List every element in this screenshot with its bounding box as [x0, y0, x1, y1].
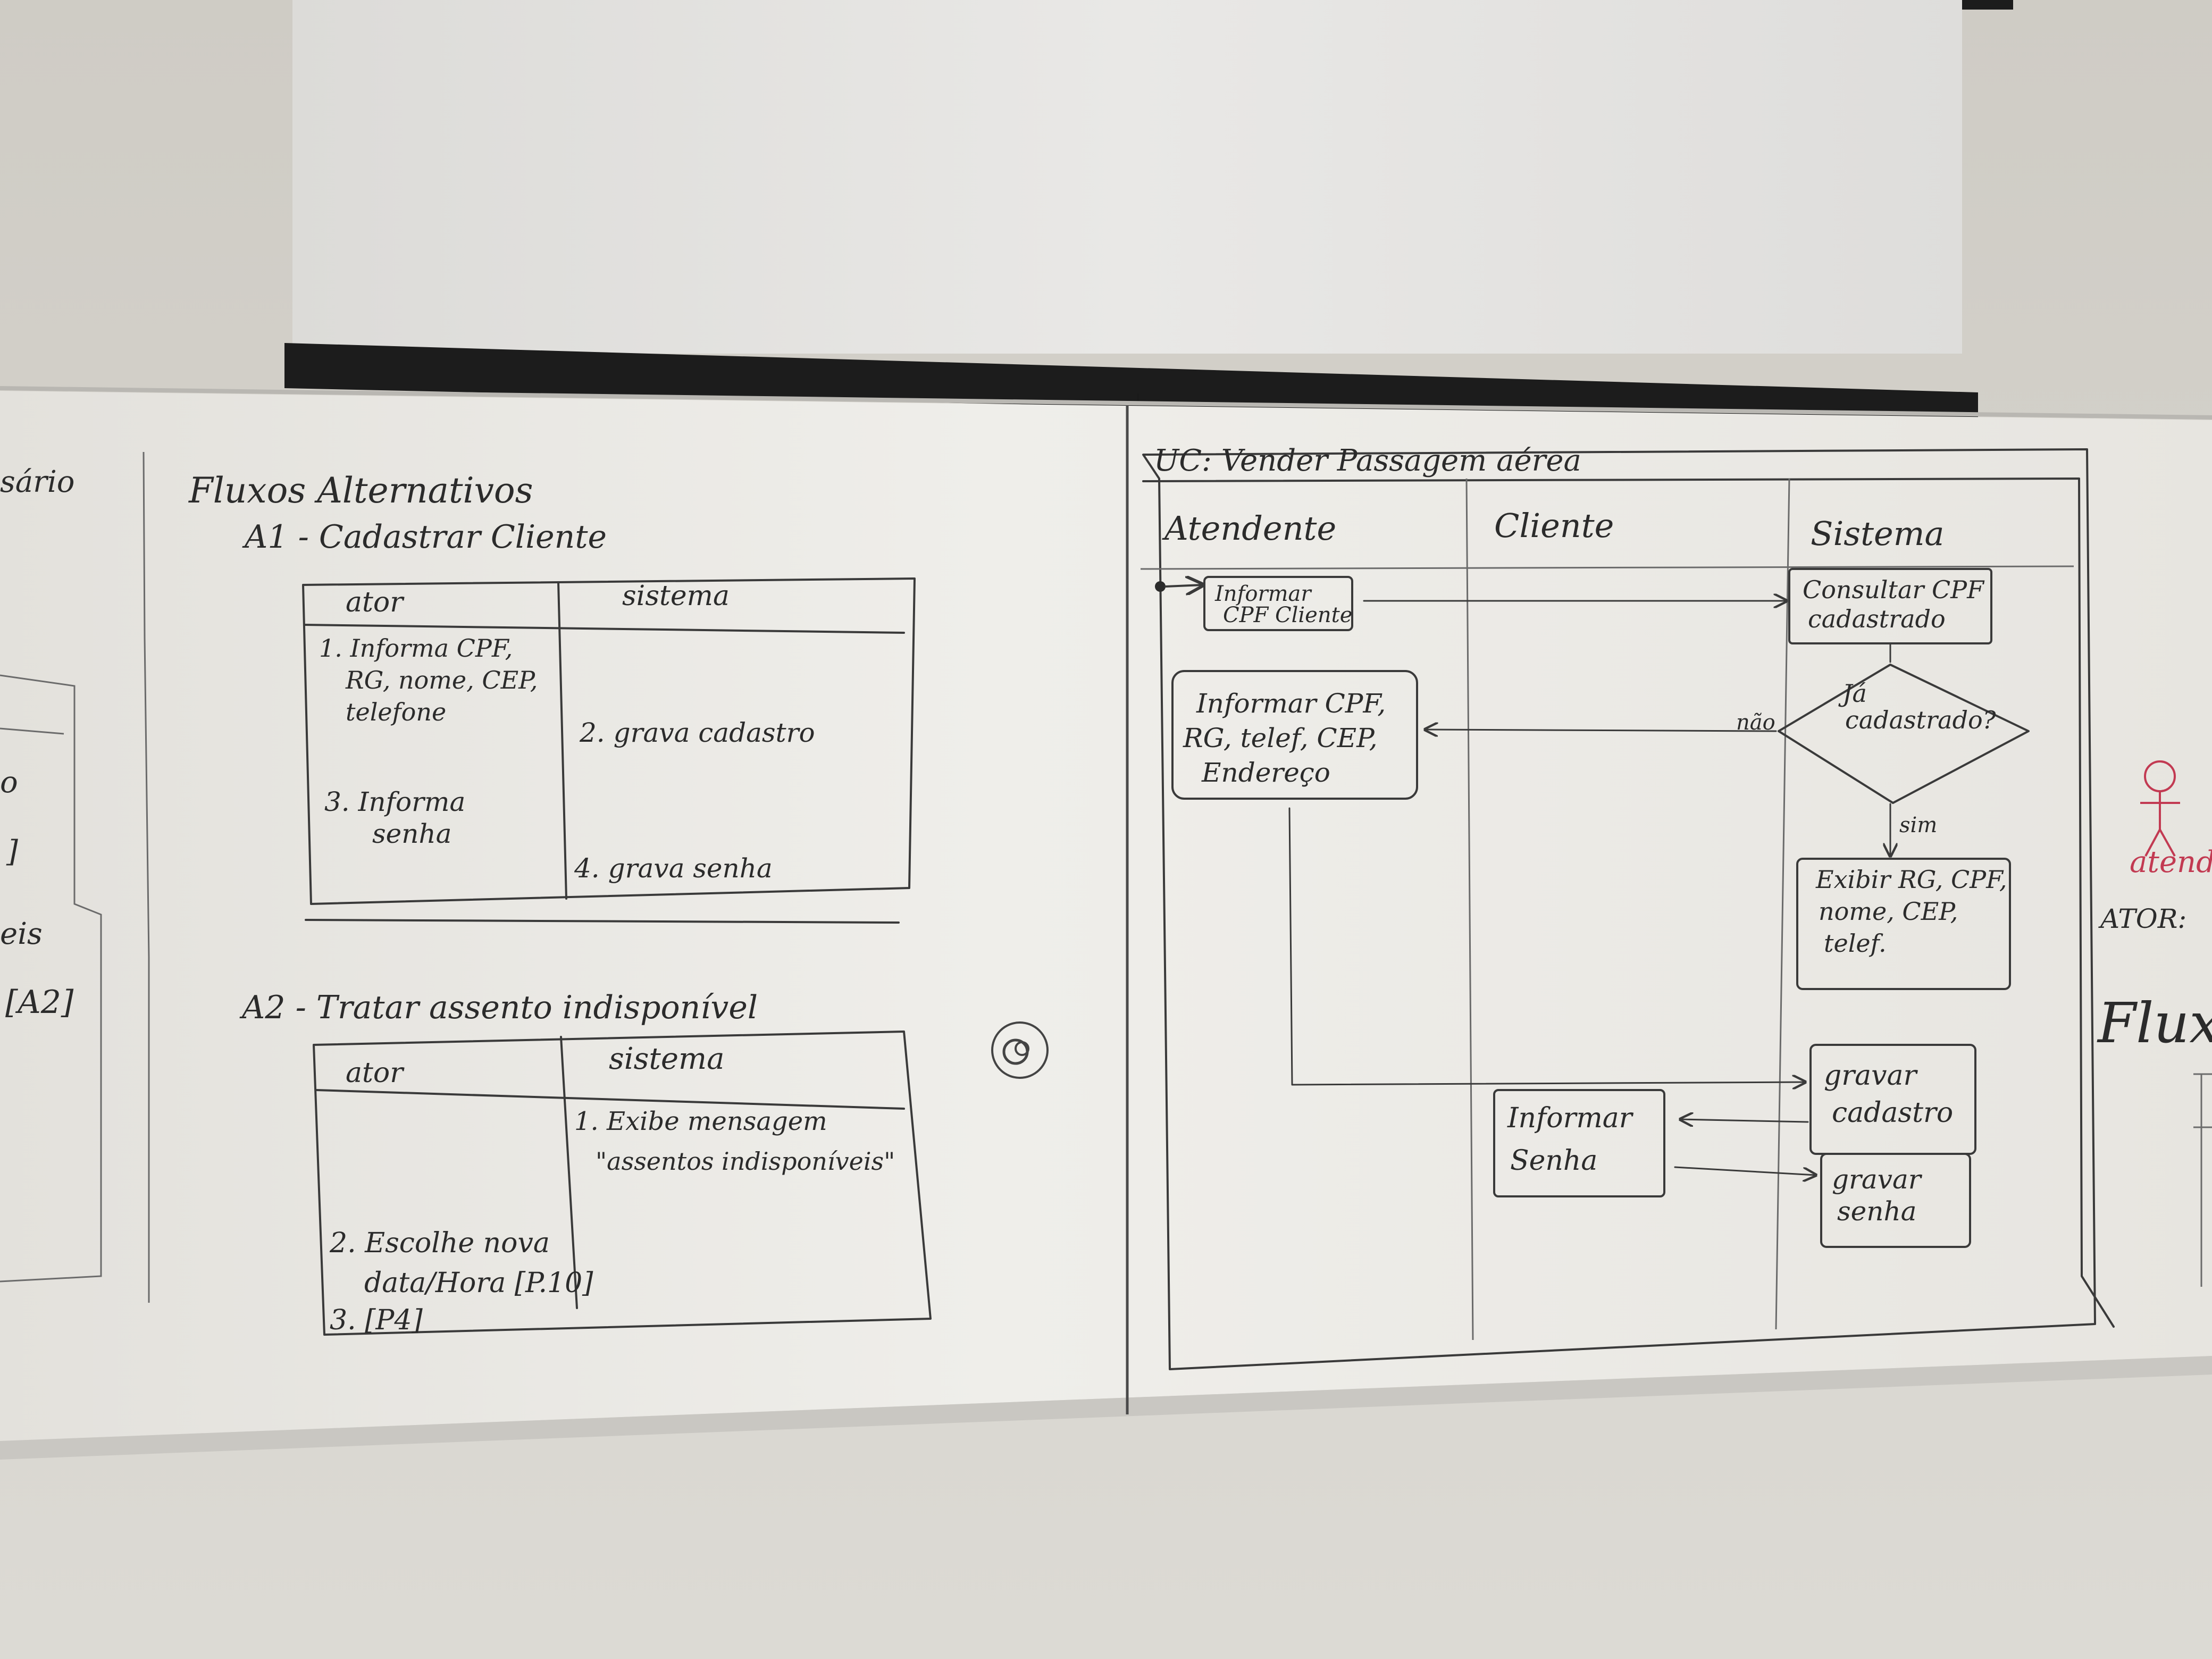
svg-text:CPF Cliente: CPF Cliente — [1223, 603, 1352, 627]
activity-diagram: UC: Vender Passagem aérea Atendente Clie… — [1140, 443, 2115, 1370]
right-edge-fragment: atend ATOR: Flux — [2097, 760, 2212, 1287]
a1-title: A1 - Cadastrar Cliente — [242, 518, 607, 556]
svg-text:cadastro: cadastro — [1832, 1097, 1953, 1129]
node-consultar-cpf: Consultar CPF cadastrado — [1788, 568, 1992, 644]
alternative-flows-section: Fluxos Alternativos A1 - Cadastrar Clien… — [188, 470, 932, 1336]
fragment-2: o — [0, 765, 18, 800]
node-informar-cpf: Informar CPF Cliente — [1203, 576, 1353, 631]
svg-text:Já: Já — [1838, 679, 1867, 708]
ator-label: ATOR: — [2098, 903, 2186, 934]
lane-sistema: Sistema — [1811, 514, 1944, 553]
node-gravar-cadastro: gravar cadastro — [1809, 1044, 1976, 1155]
a1-col-system: sistema — [622, 580, 730, 612]
node-informar-dados: Informar CPF, RG, telef, CEP, Endereço — [1171, 670, 1418, 800]
svg-text:Exibir RG, CPF,: Exibir RG, CPF, — [1815, 865, 2007, 894]
whiteboard — [0, 386, 2212, 1460]
a2-system-line-1: 1. Exibe mensagem — [574, 1107, 827, 1136]
svg-text:Informar: Informar — [1214, 582, 1312, 606]
diagram-title: UC: Vender Passagem aérea — [1154, 443, 1581, 478]
svg-text:RG, telef, CEP,: RG, telef, CEP, — [1183, 723, 1378, 753]
projector-screen — [284, 0, 2013, 585]
fluxo-label: Flux — [2097, 991, 2212, 1055]
a1-actor-line-1: 1. Informa CPF, — [319, 634, 513, 663]
a1-table — [302, 577, 916, 924]
node-exibir-dados: Exibir RG, CPF, nome, CEP, telef. — [1796, 858, 2011, 990]
fragment-1: sário — [0, 465, 75, 499]
a2-actor-line-2: data/Hora [P.10] — [364, 1267, 593, 1299]
a2-col-actor: ator — [346, 1057, 405, 1089]
svg-text:Informar: Informar — [1507, 1102, 1634, 1134]
fragment-3: ] — [6, 834, 18, 869]
a1-actor-line-3: telefone — [346, 698, 446, 726]
fragment-4: eis — [0, 917, 43, 951]
node-gravar-senha: gravar senha — [1820, 1153, 1971, 1248]
a1-actor-line-5: senha — [372, 818, 451, 849]
a2-system-line-2: "assentos indisponíveis" — [596, 1147, 895, 1176]
a2-title: A2 - Tratar assento indisponível — [239, 989, 758, 1026]
fragment-5: [A2] — [5, 984, 74, 1021]
a1-system-line-2: 4. grava senha — [574, 853, 773, 884]
a2-actor-line-1: 2. Escolhe nova — [329, 1227, 550, 1259]
svg-text:gravar: gravar — [1824, 1060, 1918, 1092]
node-informar-senha: Informar Senha — [1493, 1089, 1665, 1197]
a1-system-line-1: 2. grava cadastro — [579, 717, 815, 748]
wall-sign — [991, 1021, 1049, 1079]
svg-text:gravar: gravar — [1832, 1164, 1923, 1195]
a2-actor-line-3: 3. [P4] — [330, 1304, 423, 1336]
lane-cliente: Cliente — [1494, 506, 1614, 545]
left-panel-fragment: sário o ] eis [A2] — [0, 451, 150, 1303]
svg-text:senha: senha — [1837, 1196, 1916, 1227]
guard-sim: sim — [1899, 813, 1937, 837]
a1-col-actor: ator — [346, 586, 405, 618]
svg-text:nome, CEP,: nome, CEP, — [1819, 897, 1958, 926]
decision-ja-cadastrado: Já cadastrado? — [1778, 664, 2030, 804]
svg-text:Senha: Senha — [1510, 1145, 1597, 1177]
initial-node — [1155, 581, 1166, 592]
alt-flows-heading: Fluxos Alternativos — [188, 470, 533, 511]
svg-text:Endereço: Endereço — [1201, 757, 1330, 788]
lane-atendente: Atendente — [1162, 509, 1336, 548]
svg-text:Consultar CPF: Consultar CPF — [1803, 575, 1985, 604]
a2-table — [313, 1030, 932, 1336]
actor-caption: atend — [2130, 845, 2212, 879]
a2-col-system: sistema — [609, 1042, 725, 1076]
actor-stick-figure-icon — [2140, 760, 2180, 857]
svg-text:cadastrado: cadastrado — [1808, 605, 1946, 633]
svg-text:cadastrado?: cadastrado? — [1845, 706, 1996, 734]
a1-actor-line-2: RG, nome, CEP, — [345, 666, 538, 694]
svg-text:telef.: telef. — [1824, 929, 1887, 958]
a1-actor-line-4: 3. Informa — [324, 786, 465, 817]
svg-text:Informar CPF,: Informar CPF, — [1196, 688, 1386, 719]
